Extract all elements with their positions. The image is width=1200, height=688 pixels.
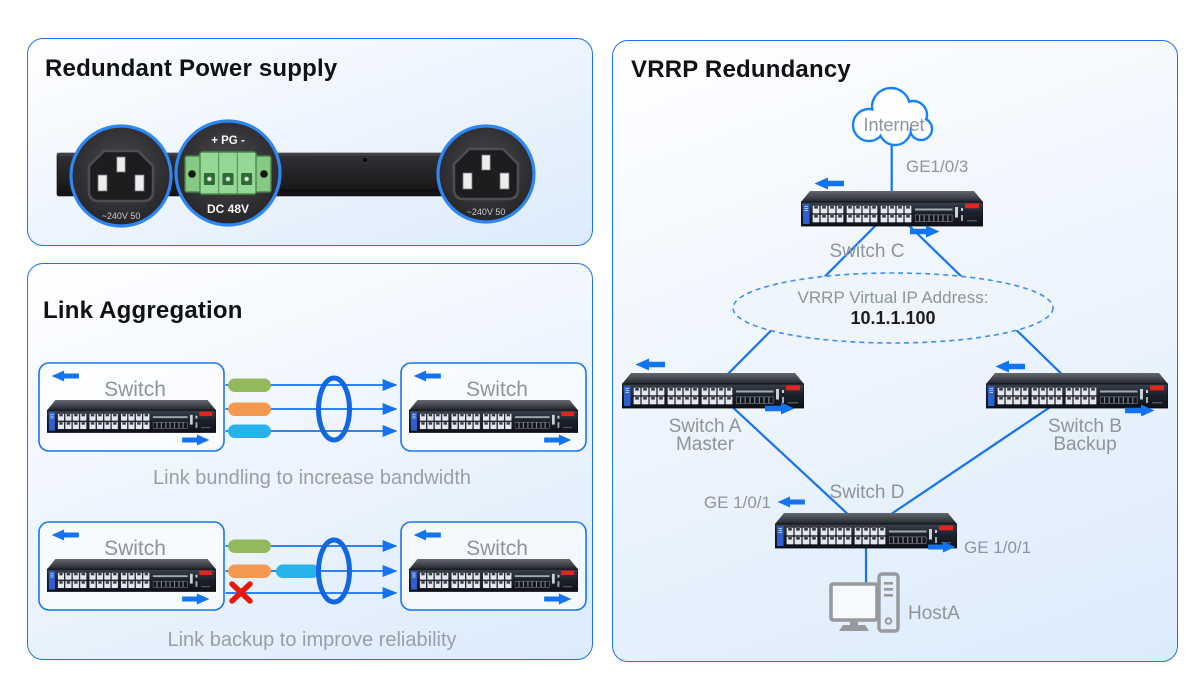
switch-b-label: Switch B	[1048, 416, 1122, 437]
host-label: HostA	[908, 603, 960, 624]
left-arrow-icon	[814, 177, 844, 190]
switch-label: Switch	[104, 537, 166, 560]
switch-c-device-icon	[801, 191, 983, 226]
backup-group: Switch Switch Link backup to improve rel…	[38, 521, 587, 651]
switch-device-icon	[409, 400, 578, 432]
switch-c-label: Switch C	[830, 241, 905, 262]
left-arrow-icon	[777, 496, 805, 508]
switch-a-label: Switch A	[669, 416, 742, 437]
ac-inlet-left-circle: ~240V 50	[69, 124, 173, 228]
switch-box-left: Switch	[38, 362, 225, 452]
green-traffic-pill	[228, 539, 271, 553]
internet-label: Internet	[863, 115, 924, 135]
power-panel: Redundant Power supply ~240V 50 + PG -	[27, 38, 593, 246]
switch-device-icon	[47, 400, 216, 432]
dc-terminal-block-icon	[184, 151, 272, 195]
switch-b-role: Backup	[1053, 434, 1116, 455]
virtual-ip-value: 10.1.1.100	[850, 308, 935, 328]
switch-label: Switch	[466, 537, 528, 560]
port-right-label: GE 1/0/1	[964, 538, 1031, 557]
ac-inlet-right-circle: ~240V 50	[436, 124, 536, 224]
switch-device-icon	[409, 559, 578, 591]
internet-cloud-icon: Internet	[851, 86, 934, 147]
right-arrow-icon	[910, 225, 940, 238]
link-a-d	[712, 388, 867, 532]
switch-d-label: Switch D	[830, 482, 905, 503]
switch-b-device-icon	[986, 373, 1168, 408]
link-aggregation-panel: Link Aggregation Switch Switch	[27, 263, 593, 660]
host-computer-icon	[829, 572, 900, 633]
cyan-traffic-pill	[228, 424, 271, 438]
ac-voltage-label-right: ~240V 50	[467, 207, 506, 217]
vrrp-virtual-ip-ellipse: VRRP Virtual IP Address: 10.1.1.100	[732, 272, 1054, 344]
switch-box-left: Switch	[38, 521, 225, 611]
link-b-d	[865, 388, 1078, 532]
backup-caption: Link backup to improve reliability	[167, 629, 456, 651]
switch-label: Switch	[104, 378, 166, 401]
switch-device-icon	[47, 559, 216, 591]
orange-traffic-pill	[228, 564, 271, 578]
vrrp-topology: VRRP Virtual IP Address: 10.1.1.100 Inte…	[613, 86, 1179, 633]
bundle-ellipse	[316, 375, 352, 443]
power-diagram: ~240V 50 + PG - DC 48V	[56, 119, 536, 228]
virtual-ip-caption: VRRP Virtual IP Address:	[798, 288, 989, 307]
switch-a-role: Master	[676, 434, 735, 455]
left-arrow-icon	[995, 360, 1025, 373]
bundle-ellipse	[316, 537, 352, 605]
uplink-port-label: GE1/0/3	[906, 157, 968, 176]
ac-voltage-label-left: ~240V 50	[102, 211, 141, 221]
green-traffic-pill	[228, 378, 271, 392]
left-arrow-icon	[635, 358, 665, 371]
link-aggregation-diagram: Switch Switch Link bundling to increase …	[38, 362, 587, 651]
dc-terminal-circle: + PG - DC 48V	[174, 119, 282, 227]
link-aggregation-title: Link Aggregation	[43, 297, 243, 324]
bundling-group: Switch Switch Link bundling to increase …	[38, 362, 587, 489]
power-panel-title: Redundant Power supply	[45, 55, 338, 82]
switch-label: Switch	[466, 378, 528, 401]
switch-box-right: Switch	[400, 362, 587, 452]
bundling-caption: Link bundling to increase bandwidth	[153, 467, 471, 489]
dc-voltage-label: DC 48V	[207, 202, 249, 216]
switch-a-device-icon	[622, 373, 804, 408]
failure-x-icon	[229, 581, 253, 604]
orange-traffic-pill	[228, 402, 271, 416]
cyan-traffic-pill	[276, 564, 319, 578]
switch-box-right: Switch	[400, 521, 587, 611]
switch-d-device-icon	[775, 513, 957, 548]
vrrp-title: VRRP Redundancy	[631, 56, 851, 83]
vrrp-panel: VRRP Redundancy VRRP Virtual IP Address:…	[612, 40, 1178, 662]
dc-polarity-label: + PG -	[211, 135, 245, 147]
port-left-label: GE 1/0/1	[704, 493, 771, 512]
